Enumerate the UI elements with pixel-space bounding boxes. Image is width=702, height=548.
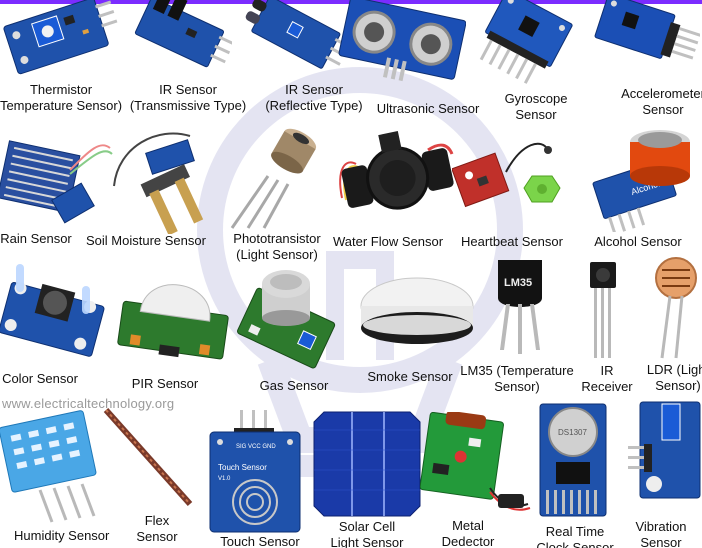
gas-sensor-label: Gas Sensor bbox=[259, 378, 329, 393]
svg-text:V1.0: V1.0 bbox=[218, 476, 231, 482]
rain-sensor-label: Rain Sensor bbox=[0, 231, 72, 246]
svg-text:DS1307: DS1307 bbox=[558, 428, 587, 437]
color-sensor-label: Color Sensor bbox=[2, 371, 78, 386]
svg-text:LM35: LM35 bbox=[504, 277, 532, 289]
smoke-sensor-label: Smoke Sensor bbox=[367, 369, 453, 384]
pir-label: PIR Sensor bbox=[131, 376, 199, 391]
svg-text:SIG VCC GND: SIG VCC GND bbox=[236, 444, 276, 450]
phototransistor-label: Phototransistor(Light Sensor) bbox=[233, 231, 321, 262]
heartbeat-label: Heartbeat Sensor bbox=[461, 234, 563, 249]
ultrasonic-label: Ultrasonic Sensor bbox=[376, 101, 480, 116]
humidity-label: Humidity Sensor bbox=[14, 528, 110, 543]
touch-sensor-label: Touch Sensor bbox=[220, 534, 300, 548]
soil-moisture-label: Soil Moisture Sensor bbox=[86, 233, 206, 248]
site-url: www.electricaltechnology.org bbox=[2, 396, 175, 411]
alcohol-label: Alcohol Sensor bbox=[594, 234, 682, 249]
svg-text:Touch Sensor: Touch Sensor bbox=[218, 463, 267, 472]
water-flow-label: Water Flow Sensor bbox=[332, 234, 444, 249]
ir-reflective-label: IR Sensor(Reflective Type) bbox=[265, 82, 363, 113]
ir-transmissive-label: IR Sensor(Transmissive Type) bbox=[129, 82, 247, 113]
